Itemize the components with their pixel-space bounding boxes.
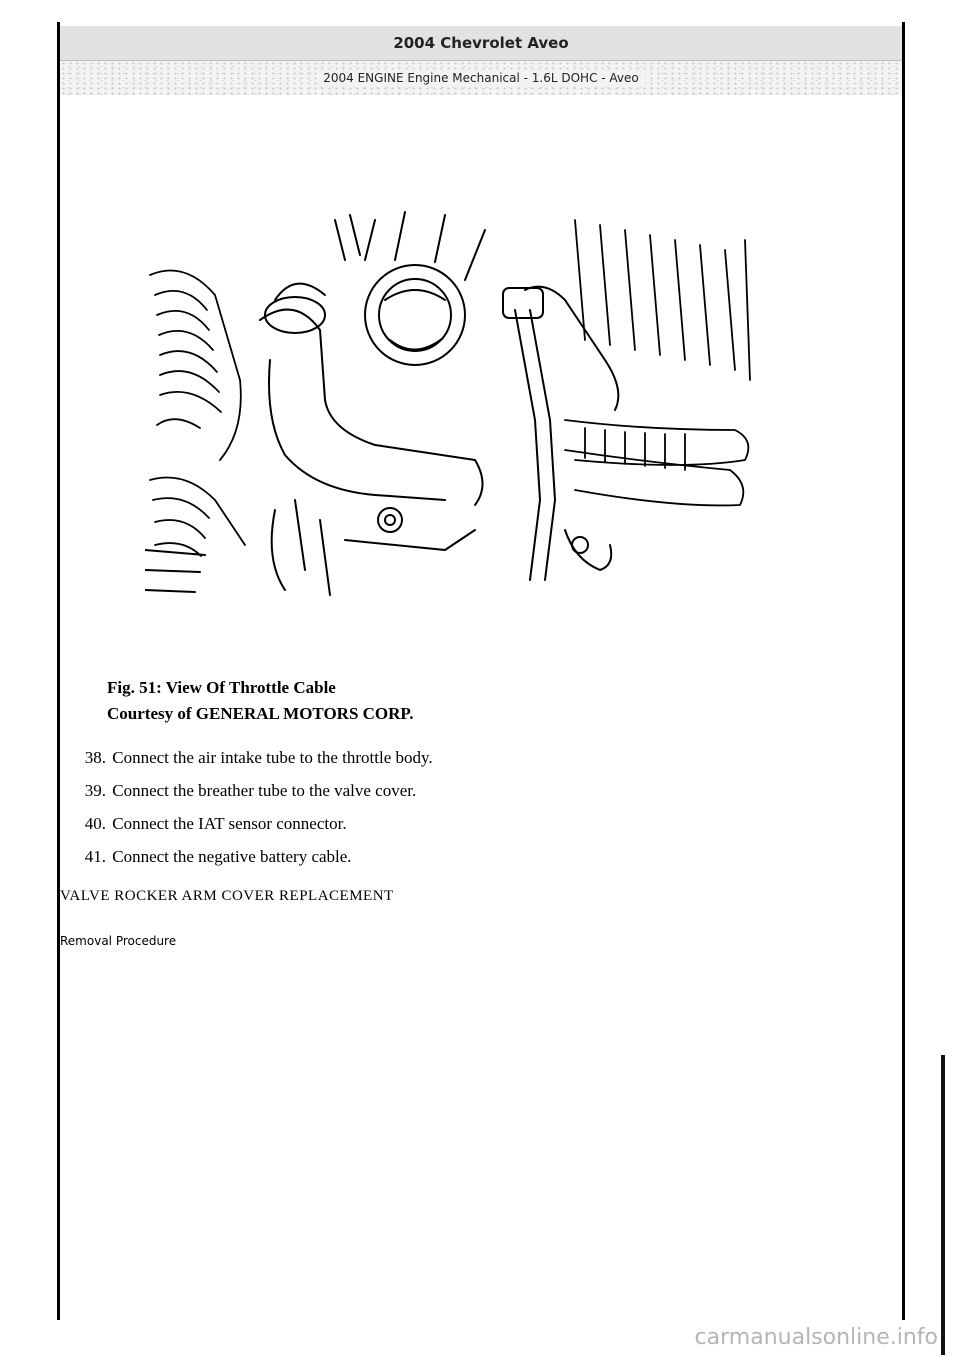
step-text: Connect the IAT sensor connector. bbox=[112, 814, 347, 833]
step-number: 41. bbox=[84, 847, 106, 866]
subsection-heading: Removal Procedure bbox=[60, 934, 177, 948]
document-header: 2004 Chevrolet Aveo 2004 ENGINE Engine M… bbox=[60, 26, 902, 96]
document-subtitle: 2004 ENGINE Engine Mechanical - 1.6L DOH… bbox=[317, 71, 645, 85]
step-number: 38. bbox=[84, 748, 106, 767]
throttle-cable bbox=[502, 285, 620, 581]
procedure-steps: 38. Connect the air intake tube to the t… bbox=[60, 746, 433, 878]
watermark: carmanualsonline.info bbox=[694, 1325, 938, 1350]
document-subtitle-bar: 2004 ENGINE Engine Mechanical - 1.6L DOH… bbox=[60, 61, 902, 95]
list-item: 39. Connect the breather tube to the val… bbox=[60, 779, 433, 812]
mounting-bracket bbox=[145, 499, 613, 596]
figure-caption-credit: Courtesy of GENERAL MOTORS CORP. bbox=[107, 704, 414, 723]
figure-caption-title: Fig. 51: View Of Throttle Cable bbox=[107, 678, 336, 697]
page-frame bbox=[57, 22, 905, 1320]
step-text: Connect the breather tube to the valve c… bbox=[112, 781, 417, 800]
right-hoses bbox=[564, 219, 751, 507]
list-item: 38. Connect the air intake tube to the t… bbox=[60, 746, 433, 779]
air-intake-hose bbox=[149, 269, 246, 557]
document-title: 2004 Chevrolet Aveo bbox=[60, 26, 902, 61]
list-item: 41. Connect the negative battery cable. bbox=[60, 845, 433, 878]
step-text: Connect the air intake tube to the throt… bbox=[112, 748, 433, 767]
throttle-cable-illustration bbox=[145, 211, 751, 596]
throttle-body bbox=[334, 211, 486, 366]
step-text: Connect the negative battery cable. bbox=[112, 847, 352, 866]
figure-caption: Fig. 51: View Of Throttle Cable Courtesy… bbox=[107, 675, 414, 727]
list-item: 40. Connect the IAT sensor connector. bbox=[60, 812, 433, 845]
section-heading: VALVE ROCKER ARM COVER REPLACEMENT bbox=[60, 888, 394, 904]
step-number: 40. bbox=[84, 814, 106, 833]
page-edge-bar bbox=[941, 1055, 945, 1355]
step-number: 39. bbox=[84, 781, 106, 800]
breather-tube bbox=[259, 282, 484, 506]
